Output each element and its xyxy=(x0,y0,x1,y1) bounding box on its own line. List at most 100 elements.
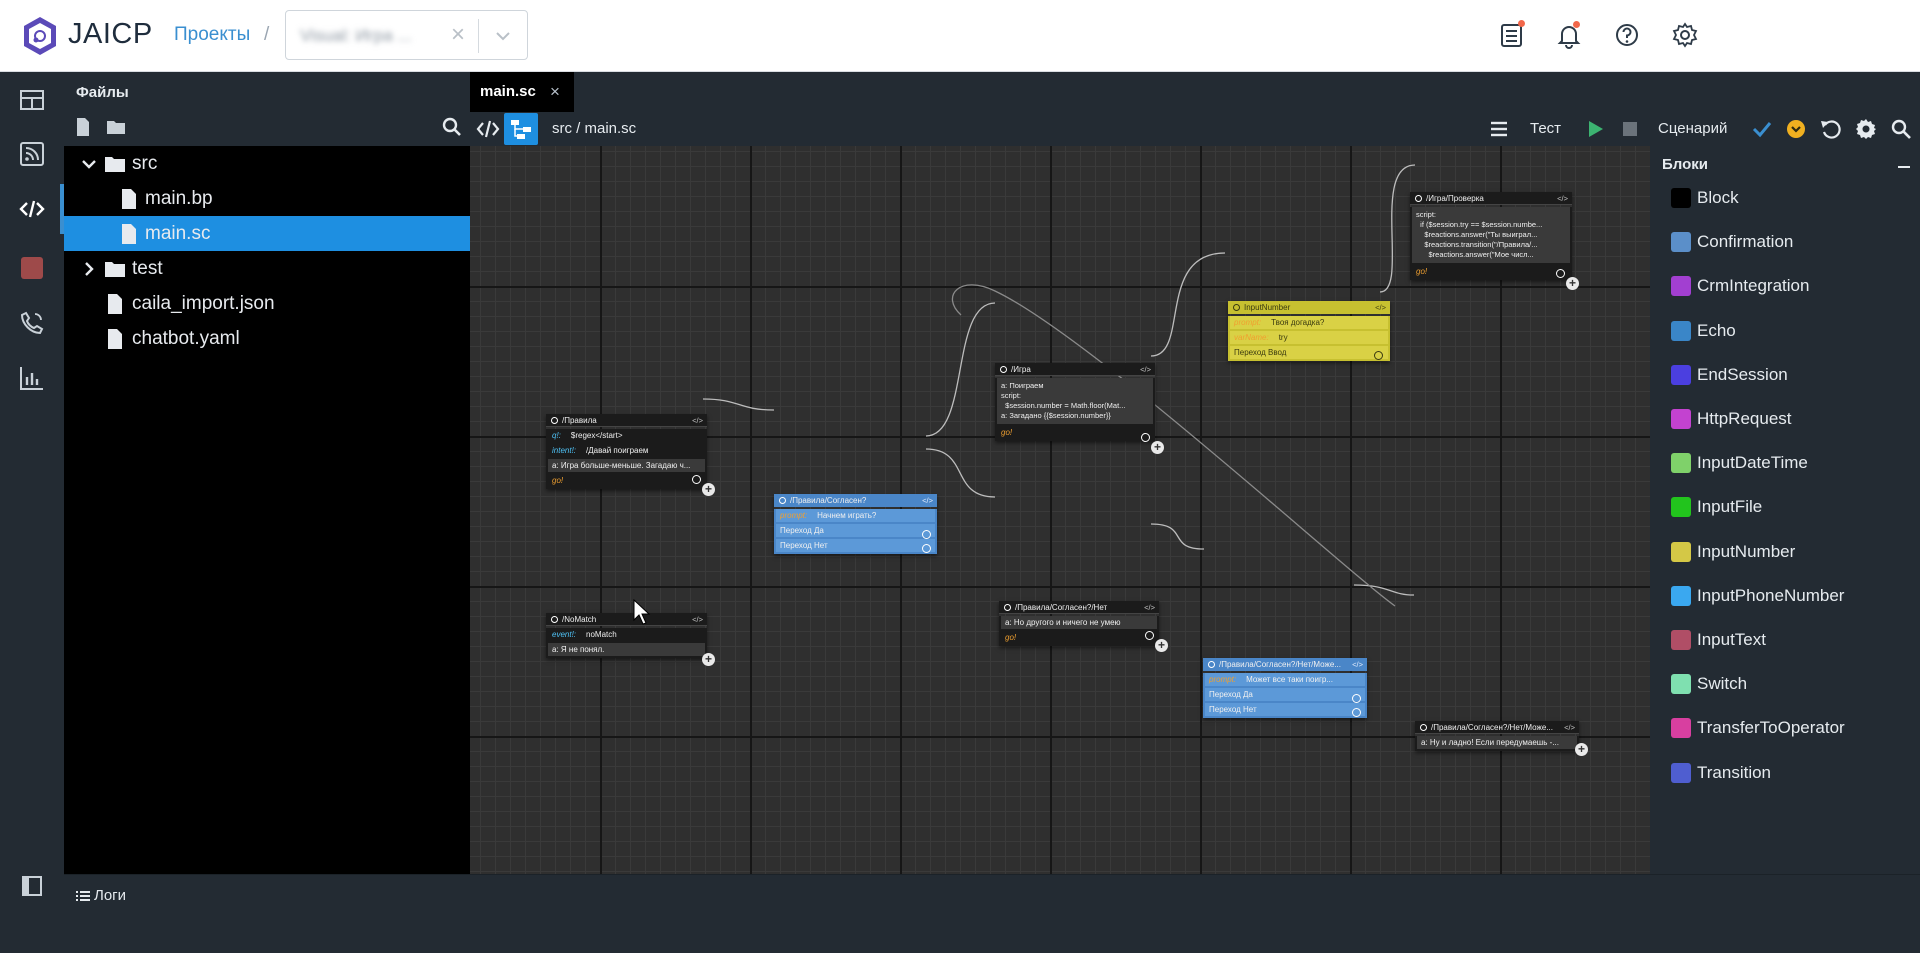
test-button[interactable]: Тест xyxy=(1530,120,1562,137)
node-output-port[interactable] xyxy=(1556,269,1565,278)
help-icon[interactable] xyxy=(1612,20,1642,50)
jaicp-logo[interactable] xyxy=(22,16,58,56)
node-go-row: go! xyxy=(1416,267,1428,276)
node-output-port[interactable] xyxy=(1374,351,1383,360)
block-item-inputdatetime[interactable]: InputDateTime xyxy=(1650,445,1920,479)
graph-canvas[interactable]: /Правила</> q!:$regex</start> intent!:/Д… xyxy=(470,146,1650,874)
phone-call-icon[interactable] xyxy=(18,309,46,337)
node-nomatch[interactable]: /NoMatch</> event!:noMatch a: Я не понял… xyxy=(546,613,715,666)
block-item-block[interactable]: Block xyxy=(1650,180,1920,214)
stop-icon[interactable] xyxy=(1618,117,1642,141)
block-item-inputtext[interactable]: InputText xyxy=(1650,622,1920,656)
node-proverka[interactable]: /Игра/Проверка</> script: if ($session.t… xyxy=(1410,192,1579,290)
block-item-transfertooperator[interactable]: TransferToOperator xyxy=(1650,710,1920,744)
add-connection-icon[interactable]: + xyxy=(1151,441,1164,454)
block-item-inputphonenumber[interactable]: InputPhoneNumber xyxy=(1650,578,1920,612)
node-output-port[interactable] xyxy=(692,475,701,484)
code-view-icon[interactable] xyxy=(476,117,500,141)
chevron-down-icon[interactable] xyxy=(492,25,514,47)
logs-toggle[interactable]: Логи xyxy=(94,887,127,904)
code-icon[interactable]: </> xyxy=(692,416,703,425)
collapse-icon[interactable] xyxy=(1898,166,1910,168)
check-icon[interactable] xyxy=(1750,117,1774,141)
code-icon[interactable]: </> xyxy=(1375,303,1386,312)
add-connection-icon[interactable]: + xyxy=(702,483,715,496)
panel-toggle-icon[interactable] xyxy=(18,872,46,900)
tasks-icon[interactable] xyxy=(1497,20,1527,50)
tree-item-chatbot-yaml[interactable]: chatbot.yaml xyxy=(64,321,470,356)
breadcrumb-projects-link[interactable]: Проекты xyxy=(174,24,251,45)
chevron-down-icon[interactable] xyxy=(78,153,100,175)
node-state-icon xyxy=(1420,724,1427,731)
node-state-icon xyxy=(1000,366,1007,373)
code-icon[interactable]: </> xyxy=(1564,723,1575,732)
undo-icon[interactable] xyxy=(1819,117,1843,141)
tree-item-caila-import[interactable]: caila_import.json xyxy=(64,286,470,321)
block-label: CrmIntegration xyxy=(1697,276,1810,296)
tab-close-icon[interactable]: × xyxy=(550,82,560,101)
block-item-inputfile[interactable]: InputFile xyxy=(1650,489,1920,523)
code-icon[interactable]: </> xyxy=(1144,603,1155,612)
tab-main-sc[interactable]: main.sc × xyxy=(470,72,574,112)
node-mozhet-net[interactable]: /Правила/Согласен?/Нет/Може...</> a: Ну … xyxy=(1415,721,1588,756)
code-icon[interactable]: </> xyxy=(922,496,933,505)
block-item-httprequest[interactable]: HttpRequest xyxy=(1650,401,1920,435)
deploy-warning-icon[interactable] xyxy=(1784,117,1808,141)
node-output-port[interactable] xyxy=(922,530,931,539)
dashboard-icon[interactable] xyxy=(18,86,46,114)
menu-icon[interactable] xyxy=(1487,117,1511,141)
rss-icon[interactable] xyxy=(18,140,46,168)
block-item-crmintegration[interactable]: CrmIntegration xyxy=(1650,268,1920,302)
add-connection-icon[interactable]: + xyxy=(1575,743,1588,756)
code-icon[interactable]: </> xyxy=(1352,660,1363,669)
chevron-right-icon[interactable] xyxy=(78,258,100,280)
graph-view-button[interactable] xyxy=(504,113,538,145)
node-output-port[interactable] xyxy=(1352,694,1361,703)
tree-item-main-bp[interactable]: main.bp xyxy=(64,181,470,216)
node-output-port[interactable] xyxy=(1145,631,1154,640)
search-icon[interactable] xyxy=(441,116,463,138)
node-output-port[interactable] xyxy=(1141,433,1150,442)
analytics-icon[interactable] xyxy=(18,364,46,392)
play-icon[interactable] xyxy=(1583,117,1607,141)
scenario-button[interactable]: Сценарий xyxy=(1658,120,1728,137)
node-pravila[interactable]: /Правила</> q!:$regex</start> intent!:/Д… xyxy=(546,414,715,496)
new-file-icon[interactable] xyxy=(72,116,94,138)
node-soglasen-net[interactable]: /Правила/Согласен?/Нет</> a: Но другого … xyxy=(999,601,1168,652)
block-item-switch[interactable]: Switch xyxy=(1650,666,1920,700)
record-icon[interactable] xyxy=(18,254,46,282)
node-title: /Игра xyxy=(1011,365,1031,374)
block-item-confirmation[interactable]: Confirmation xyxy=(1650,224,1920,258)
code-icon[interactable]: </> xyxy=(1557,194,1568,203)
block-item-endsession[interactable]: EndSession xyxy=(1650,357,1920,391)
project-clear-icon[interactable]: × xyxy=(450,21,465,48)
tree-item-main-sc[interactable]: main.sc xyxy=(64,216,470,251)
code-icon[interactable]: </> xyxy=(1140,365,1151,374)
project-select[interactable]: Visual: Игра ... × xyxy=(285,10,528,60)
tree-item-test[interactable]: test xyxy=(64,251,470,286)
node-output-port[interactable] xyxy=(1352,708,1361,717)
tab-label: main.sc xyxy=(480,83,536,100)
code-icon[interactable]: </> xyxy=(692,615,703,624)
tree-item-src[interactable]: src xyxy=(64,146,470,181)
canvas-search-icon[interactable] xyxy=(1889,117,1913,141)
node-soglasen[interactable]: /Правила/Согласен?</> prompt:Начнем игра… xyxy=(774,494,937,554)
bell-icon[interactable] xyxy=(1554,20,1584,50)
folder-icon xyxy=(105,262,125,277)
new-folder-icon[interactable] xyxy=(105,116,127,138)
logs-bar: Логи xyxy=(64,874,1920,953)
add-connection-icon[interactable]: + xyxy=(1566,277,1579,290)
gear-icon[interactable] xyxy=(1670,20,1700,50)
add-connection-icon[interactable]: + xyxy=(1155,639,1168,652)
node-igra[interactable]: /Игра</> a: Поиграем script: $session.nu… xyxy=(995,363,1164,454)
node-output-port[interactable] xyxy=(922,544,931,553)
node-mozhet[interactable]: /Правила/Согласен?/Нет/Може...</> prompt… xyxy=(1203,658,1367,718)
add-connection-icon[interactable]: + xyxy=(702,653,715,666)
node-input-number[interactable]: InputNumber</> prompt:Твоя догадка? varN… xyxy=(1228,301,1390,361)
block-item-transition[interactable]: Transition xyxy=(1650,755,1920,789)
block-item-inputnumber[interactable]: InputNumber xyxy=(1650,534,1920,568)
block-item-echo[interactable]: Echo xyxy=(1650,313,1920,347)
block-label: InputFile xyxy=(1697,497,1763,517)
code-icon[interactable] xyxy=(18,195,46,223)
settings-icon[interactable] xyxy=(1854,117,1878,141)
